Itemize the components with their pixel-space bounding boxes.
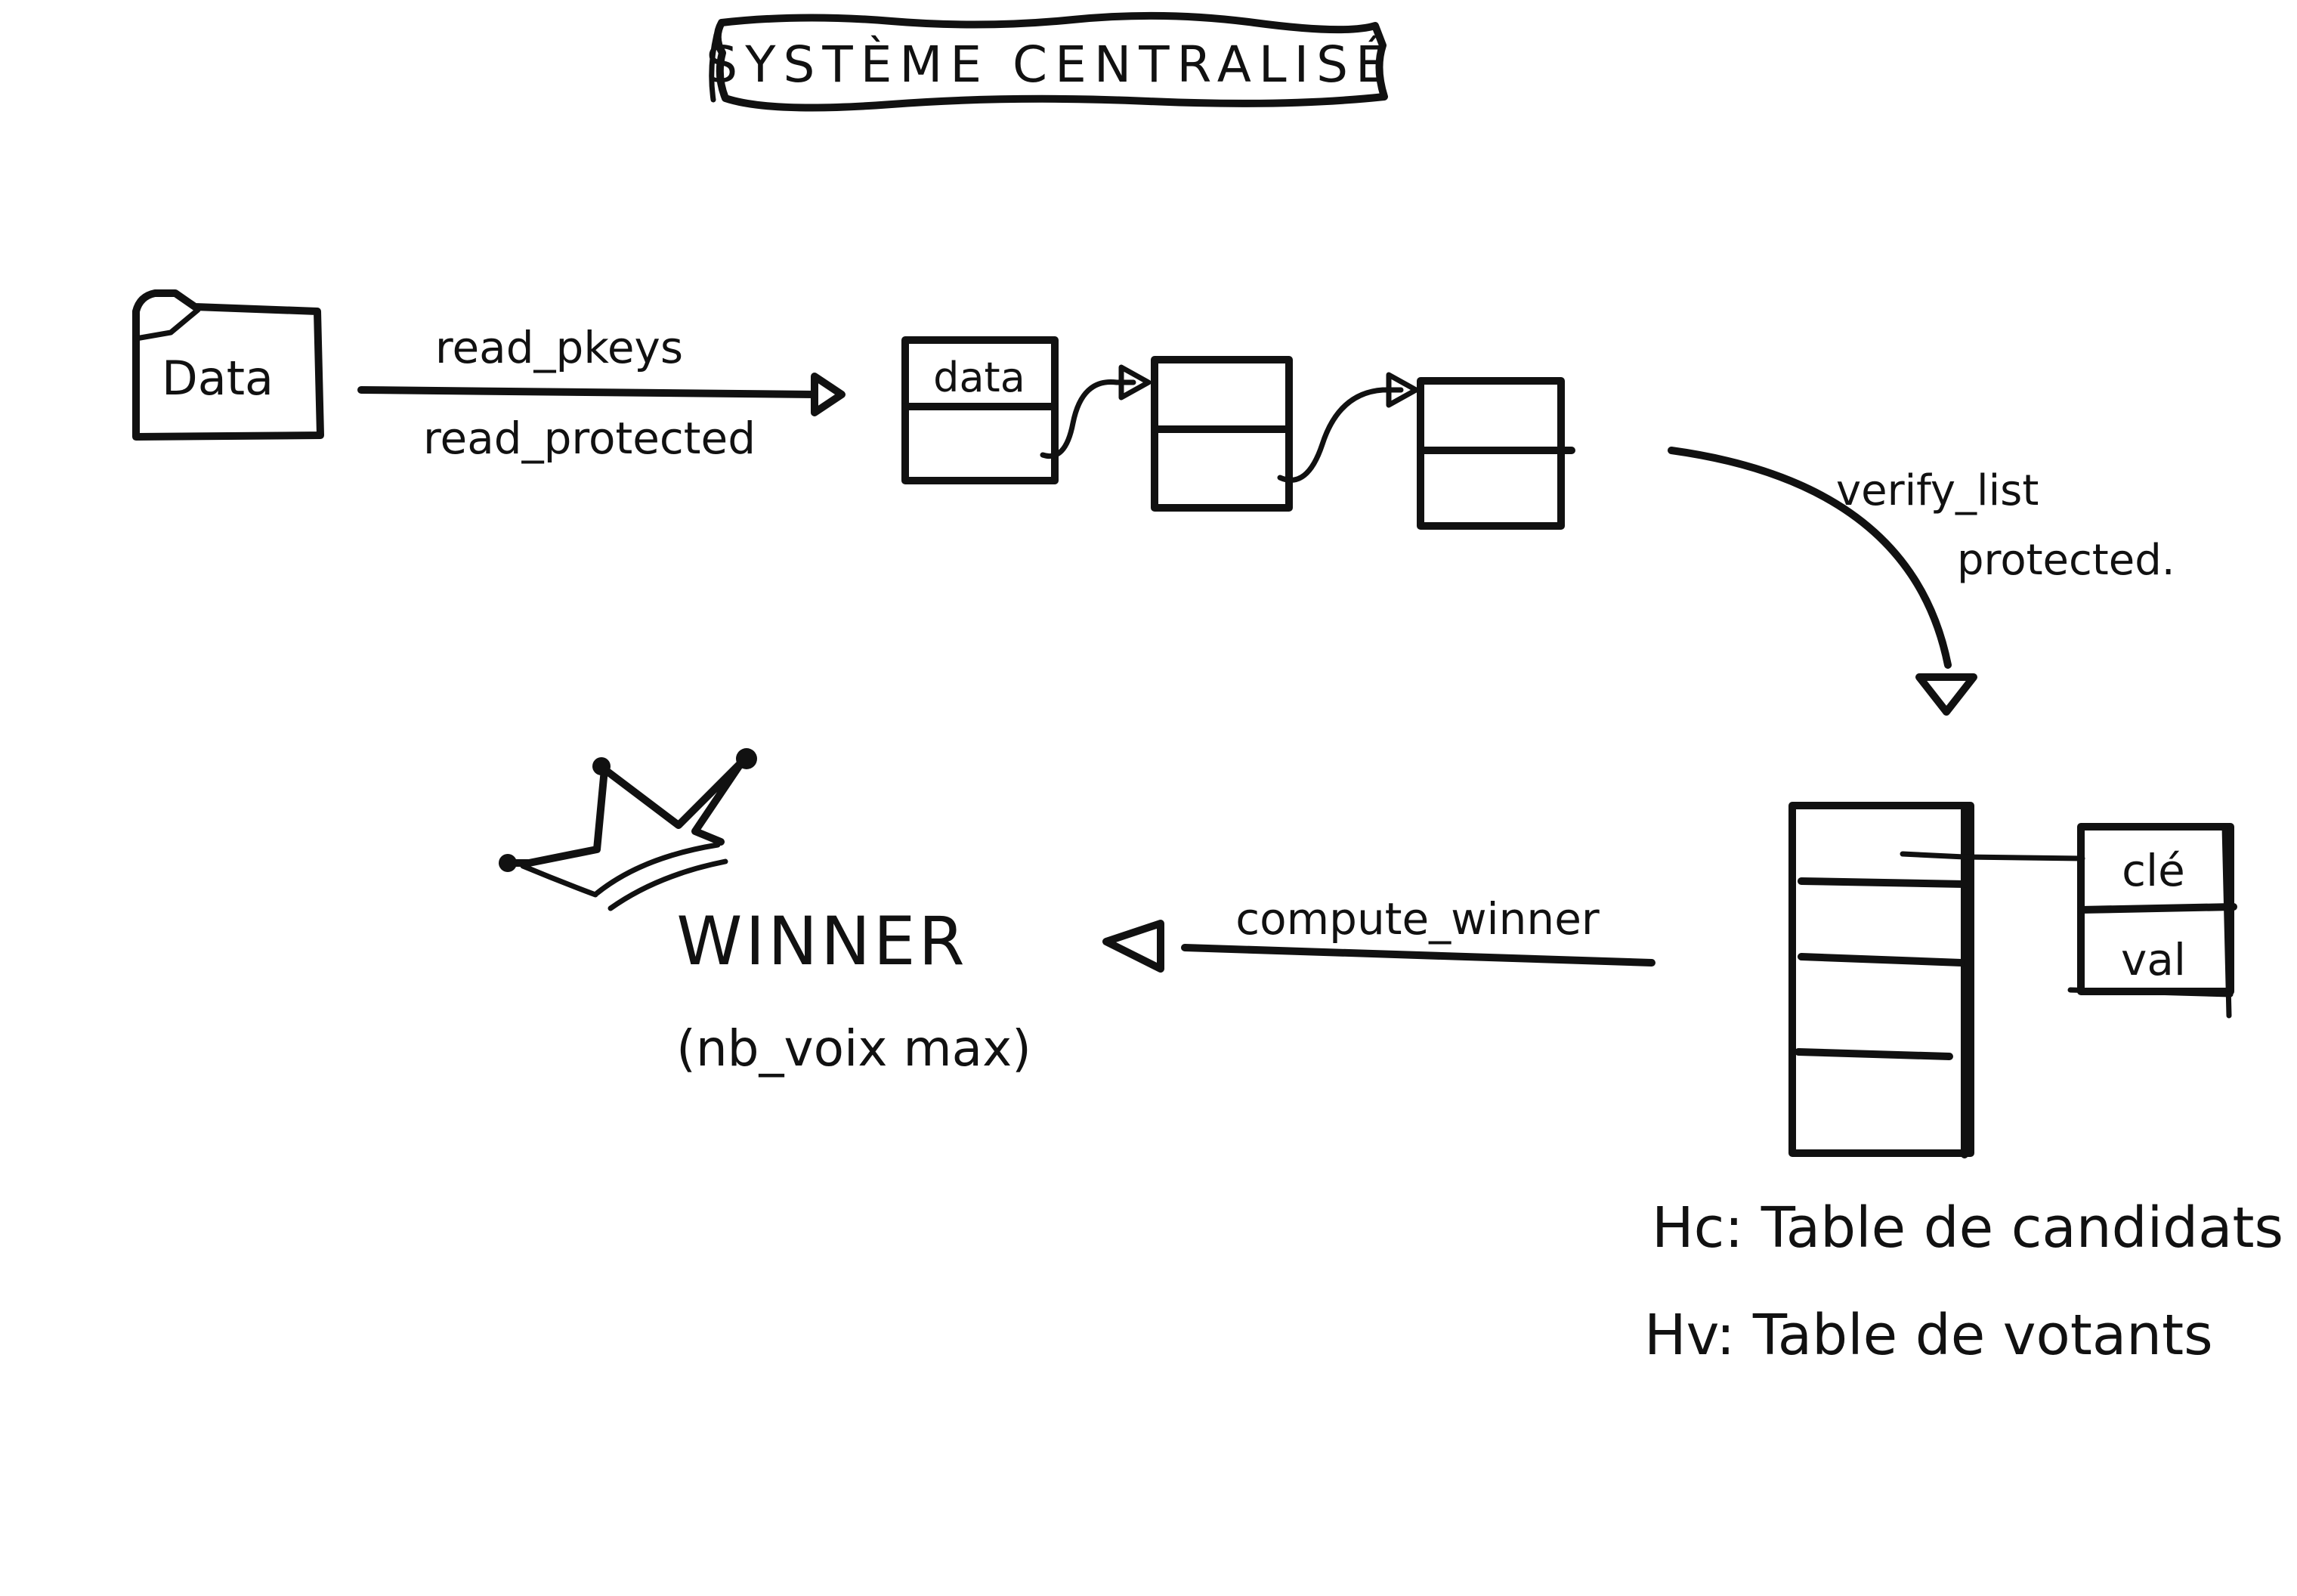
list-node-1-label: data <box>933 354 1025 401</box>
hash-table <box>1788 802 1974 1158</box>
data-folder-label: Data <box>162 351 274 406</box>
title-frame <box>709 11 1388 112</box>
read-protected-label: read_protected <box>423 413 756 464</box>
data-folder-icon <box>132 289 324 441</box>
legend-hv: Hv: Table de votants <box>1644 1303 2213 1368</box>
hash-entry-key: clé <box>2122 845 2185 896</box>
compute-winner-label: compute_winner <box>1235 893 1600 945</box>
read-arrow <box>357 373 846 416</box>
title-text: SYSTÈME CENTRALISÉ <box>706 35 1394 94</box>
list-node-3 <box>1417 377 1575 530</box>
crown-icon <box>499 748 757 911</box>
verify-protected-label: protected. <box>1957 536 2175 585</box>
bucket-link <box>1900 851 2085 861</box>
winner-title: WINNER <box>676 902 967 980</box>
winner-subtitle: (nb_voix max) <box>676 1019 1031 1078</box>
hash-entry-value: val <box>2121 934 2186 985</box>
list-node-1 <box>901 336 1059 484</box>
hash-entry <box>2067 823 2237 1019</box>
legend-hc: Hc: Table de candidats <box>1652 1195 2283 1260</box>
compute-arrow <box>1102 920 1656 973</box>
verify-list-label: verify_list <box>1836 466 2039 515</box>
list-node-2 <box>1151 356 1293 512</box>
list-link-1-2 <box>1040 364 1152 459</box>
read-pkeys-label: read_pkeys <box>435 322 683 373</box>
list-link-2-3 <box>1277 372 1419 483</box>
verify-arrow <box>1668 447 1977 716</box>
